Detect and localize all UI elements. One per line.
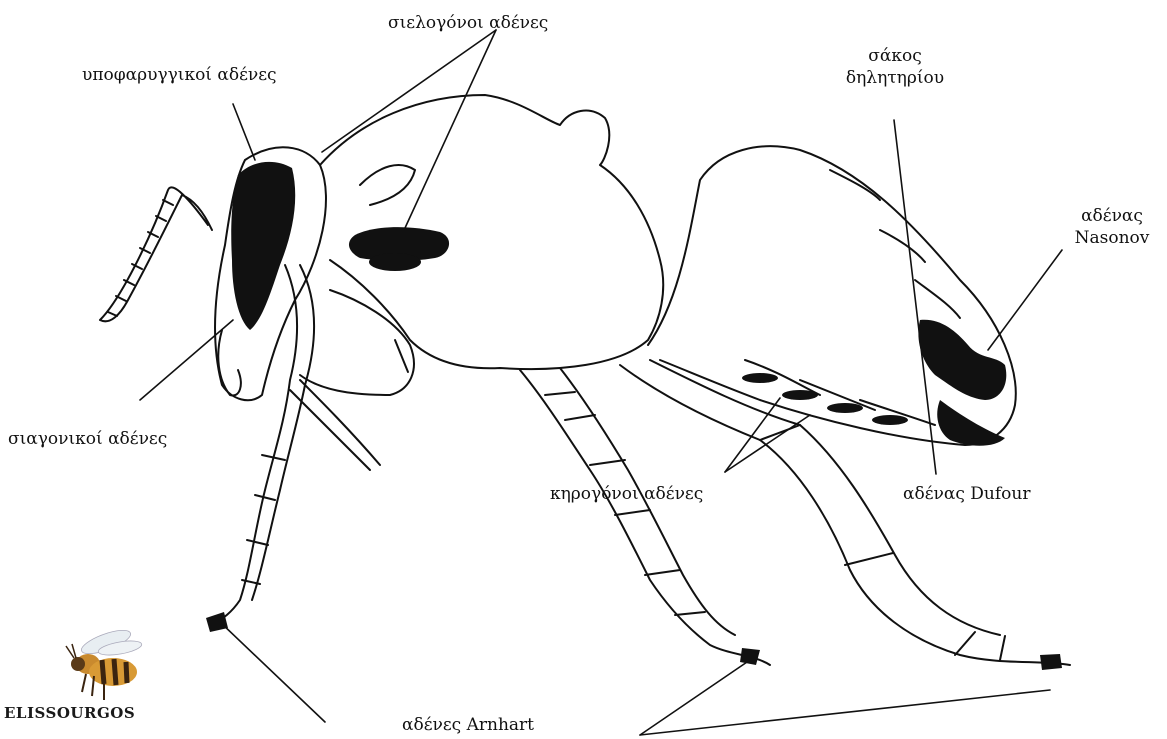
label-arnhart-glands: αδένες Arnhart xyxy=(402,714,534,736)
antenna-segments xyxy=(108,200,173,316)
label-nasonov-gland: αδένας Nasonov xyxy=(1062,205,1162,249)
wing-fold xyxy=(360,165,415,205)
label-wax-glands: κηρογόνοι αδένες xyxy=(550,483,703,505)
hypopharyngeal-gland-mass xyxy=(231,162,295,330)
label-hypopharyngeal-glands: υποφαρυγγικοί αδένες xyxy=(82,64,277,86)
venom-sac-mass xyxy=(937,400,1005,446)
abdomen-segments xyxy=(745,170,960,425)
label-salivary-glands: σιελογόνοι αδένες xyxy=(388,12,548,34)
bee-icon xyxy=(58,628,158,702)
antenna xyxy=(100,187,212,321)
wax-gland-marks xyxy=(742,373,908,425)
label-venom-sac-line2: δηλητηρίου xyxy=(825,67,965,89)
label-dufour-gland: αδένας Dufour xyxy=(903,483,1030,505)
label-mandibular-glands: σιαγονικοί αδένες xyxy=(8,428,167,450)
arnhart-gland-hind xyxy=(1040,654,1062,670)
label-venom-sac: σάκος δηλητηρίου xyxy=(825,45,965,89)
arnhart-gland-front xyxy=(206,612,228,632)
salivary-gland-lobe xyxy=(369,253,421,271)
abdomen xyxy=(648,146,1016,445)
arnhart-gland-mid xyxy=(740,648,760,665)
hind-leg-1 xyxy=(520,370,770,665)
label-venom-sac-line1: σάκος xyxy=(825,45,965,67)
nasonov-gland-mass xyxy=(918,320,1006,400)
leader-lines xyxy=(140,30,1062,735)
label-nasonov-line1: αδένας xyxy=(1062,205,1162,227)
label-nasonov-line2: Nasonov xyxy=(1062,227,1162,249)
brand-name: ELISSOURGOS xyxy=(4,704,135,722)
